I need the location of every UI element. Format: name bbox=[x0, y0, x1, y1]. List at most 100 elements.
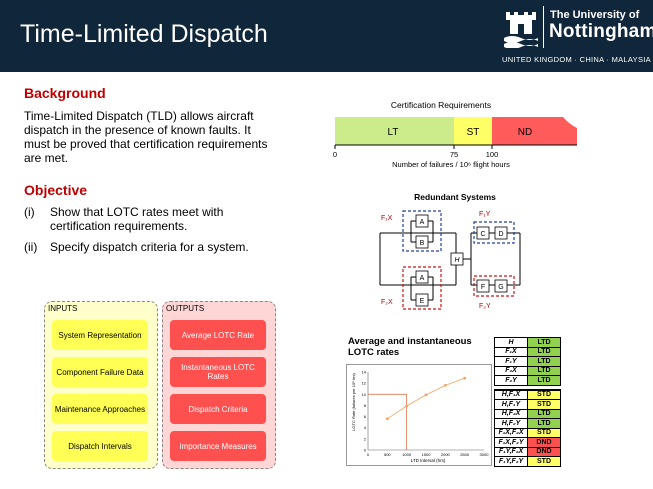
cert-xlabel: Number of failures / 10⁶ flight hours bbox=[392, 160, 510, 169]
lotc-chart-frame bbox=[346, 364, 492, 466]
cert-tick-label: 0 bbox=[333, 150, 337, 159]
lotc-x-tick-label: 1000 bbox=[402, 452, 412, 457]
lotc-x-tick-label: 0 bbox=[367, 452, 370, 457]
state-result-cell: LTD bbox=[527, 418, 561, 429]
objective-number: (ii) bbox=[24, 240, 38, 254]
component-e-box bbox=[415, 293, 429, 307]
component-h-label: H bbox=[454, 257, 460, 264]
output-item: Dispatch Criteria bbox=[170, 394, 266, 424]
component-a2-box bbox=[415, 270, 429, 284]
state-result-cell: LTD bbox=[527, 375, 561, 386]
lotc-data-point bbox=[405, 404, 409, 408]
objective-line: Specify dispatch criteria for a system. bbox=[50, 240, 249, 254]
component-d-box bbox=[494, 226, 508, 240]
state-result-cell: STD bbox=[527, 427, 561, 438]
state-name-cell: F₁Y bbox=[494, 356, 528, 367]
objective-line: Show that LOTC rates meet with bbox=[50, 205, 224, 219]
f1x-label: F₁X bbox=[381, 215, 393, 222]
outputs-title: OUTPUTS bbox=[166, 304, 205, 313]
component-e-label: E bbox=[420, 298, 425, 305]
lotc-x-tick-label: 500 bbox=[384, 452, 391, 457]
state-name-cell: F₁X,F₂X bbox=[494, 427, 528, 438]
background-line: Time-Limited Dispatch (TLD) allows aircr… bbox=[24, 109, 254, 123]
f2y-label: F₂Y bbox=[479, 303, 491, 310]
state-result-cell: LTD bbox=[527, 337, 561, 348]
lotc-title-line: LOTC rates bbox=[348, 347, 400, 358]
f1y-boundary bbox=[473, 221, 515, 244]
input-item: Component Failure Data bbox=[52, 357, 148, 387]
component-h-box bbox=[450, 252, 464, 266]
logo-divider bbox=[543, 6, 544, 48]
input-item: Maintenance Approaches bbox=[52, 394, 148, 424]
lotc-xlabel: LTD Interval (hrs) bbox=[411, 458, 446, 463]
redundant-systems-diagram: Redundant Systems A bbox=[379, 192, 521, 310]
lotc-y-tick-label: 14 bbox=[362, 370, 367, 375]
component-b-box bbox=[415, 235, 429, 249]
cert-band-lt-label: LT bbox=[388, 127, 399, 138]
state-name-cell: H,F₂Y bbox=[494, 418, 528, 429]
state-name-cell: F₁Y,F₂X bbox=[494, 446, 528, 457]
component-a-box bbox=[415, 214, 429, 228]
lotc-data-point bbox=[385, 417, 389, 421]
lotc-y-tick-label: 4 bbox=[364, 425, 367, 430]
component-g-label: G bbox=[498, 284, 503, 291]
cert-band-st bbox=[454, 117, 492, 145]
background-text: Time-Limited Dispatch (TLD) allows aircr… bbox=[24, 109, 267, 165]
background-line: must be proved that certification requir… bbox=[24, 137, 268, 151]
component-f-box bbox=[476, 279, 490, 293]
logo-tagline: UNITED KINGDOM · CHINA · MALAYSIA bbox=[502, 55, 651, 64]
component-b-label: B bbox=[420, 240, 425, 247]
logo-line1: The University of bbox=[550, 9, 640, 21]
lotc-title-line: Average and instantaneous bbox=[348, 336, 472, 347]
objective-item: Specify dispatch criteria for a system. bbox=[50, 240, 249, 254]
background-heading: Background bbox=[24, 85, 106, 101]
state-result-cell: STD bbox=[527, 456, 561, 467]
component-a-label: A bbox=[420, 219, 425, 226]
state-name-cell: H,F₁Y bbox=[494, 399, 528, 410]
objective-heading: Objective bbox=[24, 182, 88, 198]
state-name-cell: F₁X bbox=[494, 346, 528, 357]
output-item: Average LOTC Rate bbox=[170, 320, 266, 350]
lotc-y-tick-label: 0 bbox=[364, 448, 367, 453]
state-result-cell: LTD bbox=[527, 408, 561, 419]
lotc-x-tick-label: 2500 bbox=[460, 452, 470, 457]
cert-band-lt bbox=[335, 117, 454, 145]
f2x-label: F₂X bbox=[381, 299, 393, 306]
cert-band-nd bbox=[492, 117, 577, 145]
state-name-cell: H,F₁X bbox=[494, 388, 528, 400]
f1x-boundary bbox=[402, 210, 442, 252]
state-result-cell: LTD bbox=[527, 365, 561, 376]
input-item: Dispatch Intervals bbox=[52, 431, 148, 461]
lotc-x-tick-label: 1500 bbox=[422, 452, 432, 457]
lotc-data-point bbox=[463, 376, 467, 380]
title-bar bbox=[0, 0, 653, 72]
output-item: Instantaneous LOTC Rates bbox=[170, 357, 266, 387]
state-name-cell: H bbox=[494, 337, 528, 348]
component-a2-label: A bbox=[420, 275, 425, 282]
state-name-cell: F₂X bbox=[494, 365, 528, 376]
lotc-data-point bbox=[424, 393, 428, 397]
lotc-data-point bbox=[443, 383, 447, 387]
lotc-title: Average and instantaneous LOTC rates bbox=[348, 336, 472, 358]
cert-band-st-label: ST bbox=[467, 127, 480, 138]
certification-requirements-chart: Certification Requirements LT ST ND 0 75… bbox=[333, 100, 577, 169]
state-result-cell: DND bbox=[527, 437, 561, 448]
slide-title: Time-Limited Dispatch bbox=[20, 20, 268, 48]
state-result-cell: STD bbox=[527, 399, 561, 410]
lotc-x-tick-label: 3000 bbox=[480, 452, 490, 457]
objective-item: Show that LOTC rates meet with certifica… bbox=[50, 205, 223, 233]
lotc-y-tick-label: 2 bbox=[364, 436, 367, 441]
lotc-y-tick-label: 12 bbox=[362, 381, 367, 386]
output-item: Importance Measures bbox=[170, 431, 266, 461]
cert-band-nd-label: ND bbox=[518, 127, 532, 138]
